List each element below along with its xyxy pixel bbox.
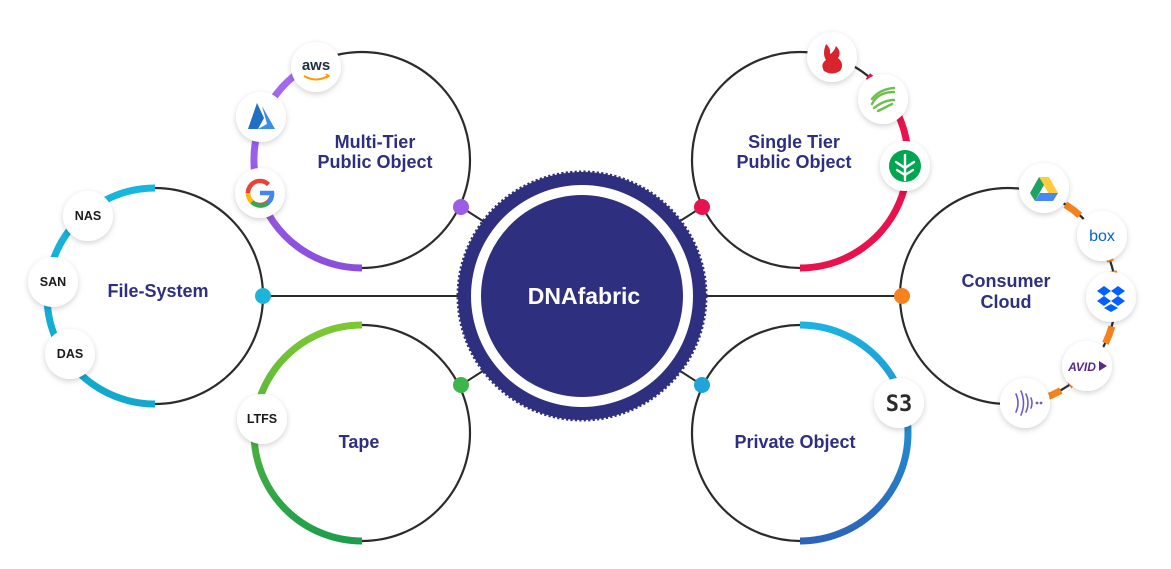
- center-hub[interactable]: DNAfabric: [456, 170, 708, 422]
- google-cloud-logo-icon: [235, 168, 285, 218]
- node-file-system[interactable]: File-System NAS SAN DAS: [28, 184, 271, 408]
- svg-text:S3: S3: [886, 392, 913, 417]
- wave-logo-icon: [1000, 378, 1050, 428]
- node-private-object[interactable]: Private Object S3: [690, 321, 924, 545]
- node-consumer-cloud[interactable]: Consumer Cloud box AVID: [894, 163, 1136, 428]
- seagate-logo-icon: [858, 74, 908, 124]
- azure-logo-icon: [236, 92, 286, 142]
- single-tier-label-line2: Public Object: [736, 152, 851, 172]
- multi-tier-connector-dot: [453, 199, 469, 215]
- node-tape[interactable]: Tape LTFS: [237, 321, 472, 545]
- consumer-cloud-label-line2: Cloud: [981, 292, 1032, 312]
- backblaze-logo-icon: [807, 32, 857, 82]
- dropbox-logo-icon: [1086, 272, 1136, 322]
- das-badge: DAS: [45, 329, 95, 379]
- hub-inner-disc: [481, 195, 683, 397]
- svg-text:DAS: DAS: [57, 347, 83, 361]
- svg-text:aws: aws: [302, 57, 330, 74]
- consumer-cloud-connector-dot: [894, 288, 910, 304]
- svg-text:LTFS: LTFS: [247, 412, 277, 426]
- single-tier-label-line1: Single Tier: [748, 132, 840, 152]
- svg-text:box: box: [1089, 228, 1115, 245]
- svg-text:NAS: NAS: [75, 209, 101, 223]
- single-tier-connector-dot: [694, 199, 710, 215]
- box-logo-icon: box: [1077, 211, 1127, 261]
- private-object-label: Private Object: [734, 432, 855, 452]
- multi-tier-label-line2: Public Object: [317, 152, 432, 172]
- consumer-cloud-label-line1: Consumer: [961, 271, 1050, 291]
- aws-logo-icon: aws: [291, 42, 341, 92]
- tape-label: Tape: [339, 432, 380, 452]
- s3-badge: S3: [874, 378, 924, 428]
- nas-badge: NAS: [63, 191, 113, 241]
- svg-text:AVID: AVID: [1067, 360, 1096, 374]
- node-multi-tier[interactable]: Multi-Tier Public Object aws: [235, 42, 472, 272]
- san-badge: SAN: [28, 257, 78, 307]
- file-system-label: File-System: [107, 281, 208, 301]
- ltfs-badge: LTFS: [237, 394, 287, 444]
- wasabi-logo-icon: [880, 141, 930, 191]
- hub-serration: [456, 170, 708, 422]
- svg-text:SAN: SAN: [40, 275, 66, 289]
- multi-tier-label-line1: Multi-Tier: [335, 132, 416, 152]
- avid-logo-icon: AVID: [1062, 341, 1112, 391]
- file-system-connector-dot: [255, 288, 271, 304]
- private-object-connector-dot: [694, 377, 710, 393]
- tape-connector-dot: [453, 377, 469, 393]
- center-label: DNAfabric: [528, 283, 641, 309]
- google-drive-logo-icon: [1019, 163, 1069, 213]
- node-single-tier[interactable]: Single Tier Public Object: [690, 32, 930, 272]
